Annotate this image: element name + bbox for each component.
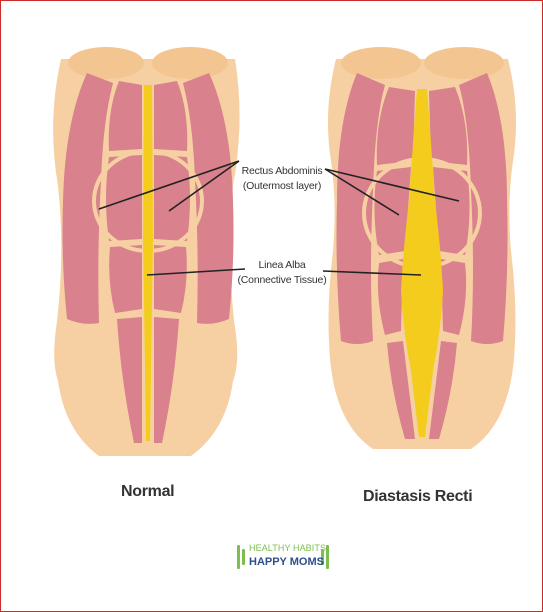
rectus-abdominis-subtitle: (Outermost layer)	[237, 179, 327, 194]
normal-chest-right	[152, 47, 228, 79]
linea-alba-subtitle: (Connective Tissue)	[237, 273, 327, 288]
diastasis-torso	[328, 47, 516, 449]
normal-rectus-left-3	[109, 245, 142, 313]
rectus-abdominis-label: Rectus Abdominis (Outermost layer)	[237, 164, 327, 194]
normal-rectus-right-2	[154, 155, 190, 241]
linea-alba-label: Linea Alba (Connective Tissue)	[237, 258, 327, 288]
healthy-habits-logo: HEALTHY HABITS HAPPY MOMS	[233, 539, 333, 579]
normal-rectus-right-3	[154, 245, 187, 313]
diastasis-chest-right	[424, 47, 504, 79]
rectus-abdominis-title: Rectus Abdominis	[237, 164, 327, 179]
diastasis-chest-left	[341, 47, 421, 79]
linea-alba-title: Linea Alba	[237, 258, 327, 273]
logo-text-happy-moms: HAPPY MOMS	[249, 556, 319, 568]
logo-bar-right-icon	[326, 545, 329, 569]
logo-bar-left-inner-icon	[242, 549, 245, 565]
logo-text-healthy-habits: HEALTHY HABITS	[249, 543, 319, 553]
logo-bar-left-icon	[237, 545, 240, 569]
normal-chest-left	[68, 47, 144, 79]
normal-caption: Normal	[121, 483, 174, 501]
diastasis-caption: Diastasis Recti	[363, 488, 472, 506]
normal-torso	[53, 47, 239, 456]
normal-rectus-left-2	[106, 155, 142, 241]
